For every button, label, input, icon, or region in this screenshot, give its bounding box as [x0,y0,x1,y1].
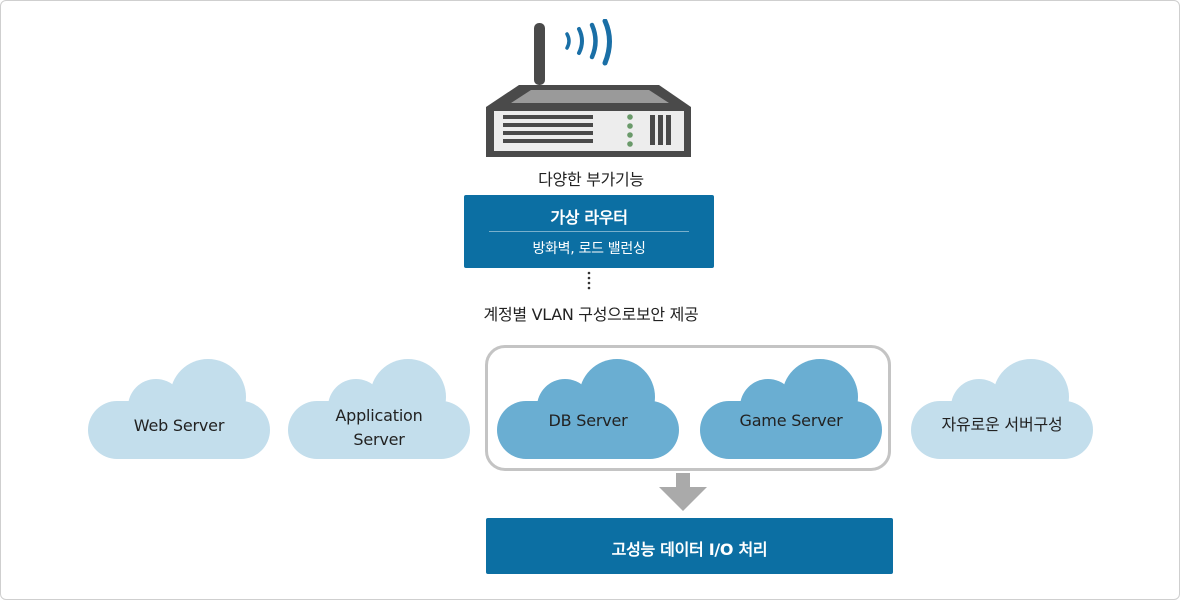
router-vents [503,115,593,143]
router-antenna [534,23,545,85]
cloud-icon [497,359,679,459]
cloud-db-server: DB Server [495,357,681,461]
virtual-router-subtitle: 방화벽, 로드 밸런싱 [532,241,646,257]
cloud-icon [288,359,470,459]
cloud-label: DB Server [548,411,628,430]
io-processing-label: 고성능 데이터 I/O 처리 [611,540,768,559]
dotted-connector [587,271,591,290]
wifi-signal-icon [565,19,612,66]
cloud-application-server: Application Server [286,357,472,461]
cloud-icon [88,359,270,459]
cloud-web-server: Web Server [86,357,272,461]
router-icon [486,19,691,157]
virtual-router-title: 가상 라우터 [550,208,628,227]
router-ports [650,115,671,145]
virtual-router-divider [489,231,689,232]
io-processing-box: 고성능 데이터 I/O 처리 [486,518,893,574]
router-caption: 다양한 부가기능 [538,170,644,189]
router-status-lights [627,114,633,147]
cloud-game-server: Game Server [698,357,884,461]
arrow-down-icon [659,473,707,511]
cloud-label-line2: Server [353,430,405,449]
cloud-label: Game Server [739,411,843,430]
virtual-router-box: 가상 라우터 방화벽, 로드 밸런싱 [464,195,714,268]
cloud-label: 자유로운 서버구성 [941,415,1063,434]
cloud-free-configuration: 자유로운 서버구성 [909,357,1095,461]
vlan-caption: 계정별 VLAN 구성으로보안 제공 [483,305,699,324]
server-group-frame [485,345,891,471]
cloud-icon [911,359,1093,459]
cloud-icon [700,359,882,459]
cloud-label-line1: Application [335,406,423,425]
cloud-label: Web Server [133,416,225,435]
